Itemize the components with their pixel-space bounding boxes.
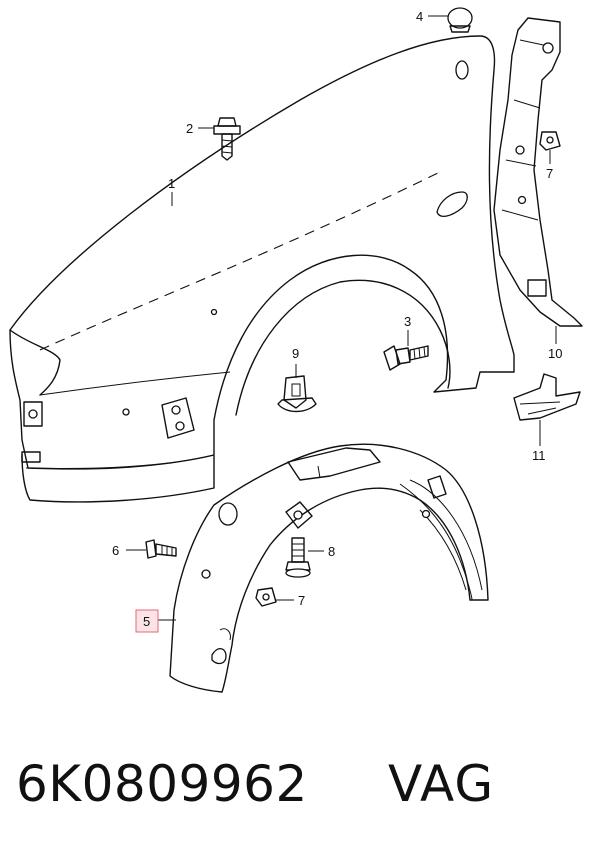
- clip-bracket: [513, 373, 581, 421]
- bolt-8: [285, 537, 311, 578]
- callout-7-lower: 7: [298, 593, 305, 608]
- expanding-nut-9: [277, 375, 317, 413]
- highlight-box: [135, 609, 159, 633]
- front-fender: [9, 35, 515, 503]
- nut-7-lower: [255, 587, 277, 607]
- callout-3: 3: [404, 314, 411, 329]
- pin-6: [145, 539, 177, 559]
- parts-diagram: 1 2 3 4 5 6 7 7 8 9 10 11: [9, 7, 583, 693]
- callout-8: 8: [328, 544, 335, 559]
- nut-7-upper: [539, 131, 561, 151]
- callout-6: 6: [112, 543, 119, 558]
- brand-label: VAG: [388, 755, 495, 813]
- callout-5: 5: [143, 614, 150, 629]
- part-number: 6K0809962: [16, 755, 308, 813]
- screw-3: [383, 345, 429, 371]
- callout-11: 11: [532, 448, 546, 463]
- callout-4: 4: [416, 9, 423, 24]
- bolt-2: [213, 117, 241, 161]
- callout-7-upper: 7: [546, 166, 553, 181]
- callout-10: 10: [548, 346, 562, 361]
- callout-1: 1: [168, 176, 175, 191]
- callout-9: 9: [292, 346, 299, 361]
- wheel-arch-liner: [169, 443, 489, 693]
- callout-2: 2: [186, 121, 193, 136]
- footer: 6K0809962 VAG: [0, 755, 600, 845]
- cap-4: [447, 7, 473, 33]
- vertical-bracket: [493, 17, 583, 327]
